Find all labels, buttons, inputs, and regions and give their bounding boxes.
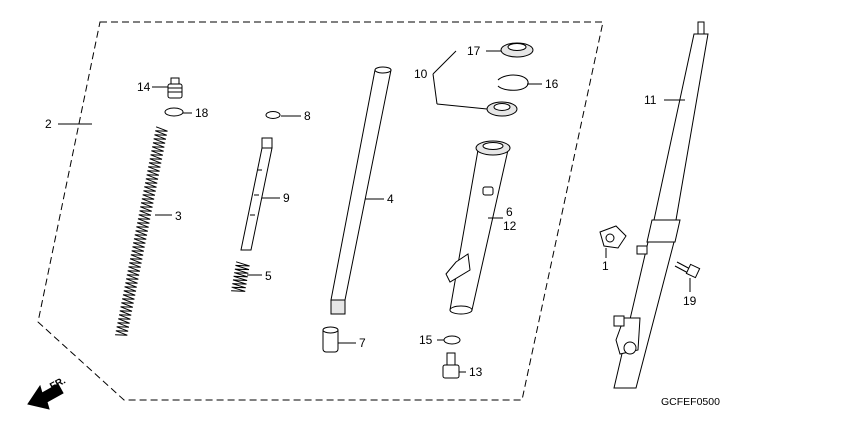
- callout-12: 12: [503, 219, 517, 233]
- callout-14: 14: [137, 80, 151, 94]
- part-19-bolt: [674, 261, 701, 279]
- part-4-fork-pipe: [330, 66, 392, 315]
- callout-18: 18: [195, 106, 209, 120]
- callout-13: 13: [469, 365, 483, 379]
- part-8-washer: [265, 111, 281, 119]
- part-16-snap-ring: [497, 74, 529, 91]
- part-13-socket-bolt: [442, 352, 460, 379]
- callout-9: 9: [283, 191, 290, 205]
- callout-8: 8: [304, 109, 311, 123]
- callout-7: 7: [359, 336, 366, 350]
- callout-6: 6: [506, 205, 513, 219]
- part-oil-seal: [486, 101, 518, 117]
- leader-lines: [58, 50, 691, 373]
- callout-19: 19: [683, 294, 697, 308]
- callout-17: 17: [467, 44, 481, 58]
- callout-5: 5: [265, 269, 272, 283]
- callout-11: 11: [644, 93, 657, 107]
- direction-label: FR.: [48, 375, 68, 392]
- part-1-clamp: [599, 225, 627, 249]
- part-5-rebound-spring: [231, 261, 250, 292]
- part-6-12-fork-slider: [445, 140, 511, 315]
- part-15-washer: [443, 335, 461, 345]
- callout-4: 4: [387, 192, 394, 206]
- part-17-dust-seal: [500, 42, 534, 58]
- part-7-slide-bushing: [322, 326, 339, 353]
- diagram-code: GCFEF0500: [661, 396, 720, 408]
- callout-2: 2: [45, 117, 52, 131]
- part-11-fork-assembly: [613, 21, 709, 389]
- callout-3: 3: [175, 209, 182, 223]
- part-9-piston-rod: [240, 137, 273, 251]
- part-18-o-ring: [164, 107, 184, 117]
- callout-10: 10: [414, 67, 428, 81]
- assembly-boundary: [37, 21, 604, 401]
- callout-15: 15: [419, 333, 433, 347]
- part-14-cap-bolt: [167, 77, 183, 99]
- part-3-fork-spring: [115, 126, 168, 336]
- front-direction-arrow: FR.: [27, 375, 68, 410]
- callout-16: 16: [545, 77, 559, 91]
- callouts: 2 3 14 18 8 9 5 4 7 17 16 10 6 12 15 13 …: [45, 44, 720, 408]
- callout-1: 1: [602, 259, 609, 273]
